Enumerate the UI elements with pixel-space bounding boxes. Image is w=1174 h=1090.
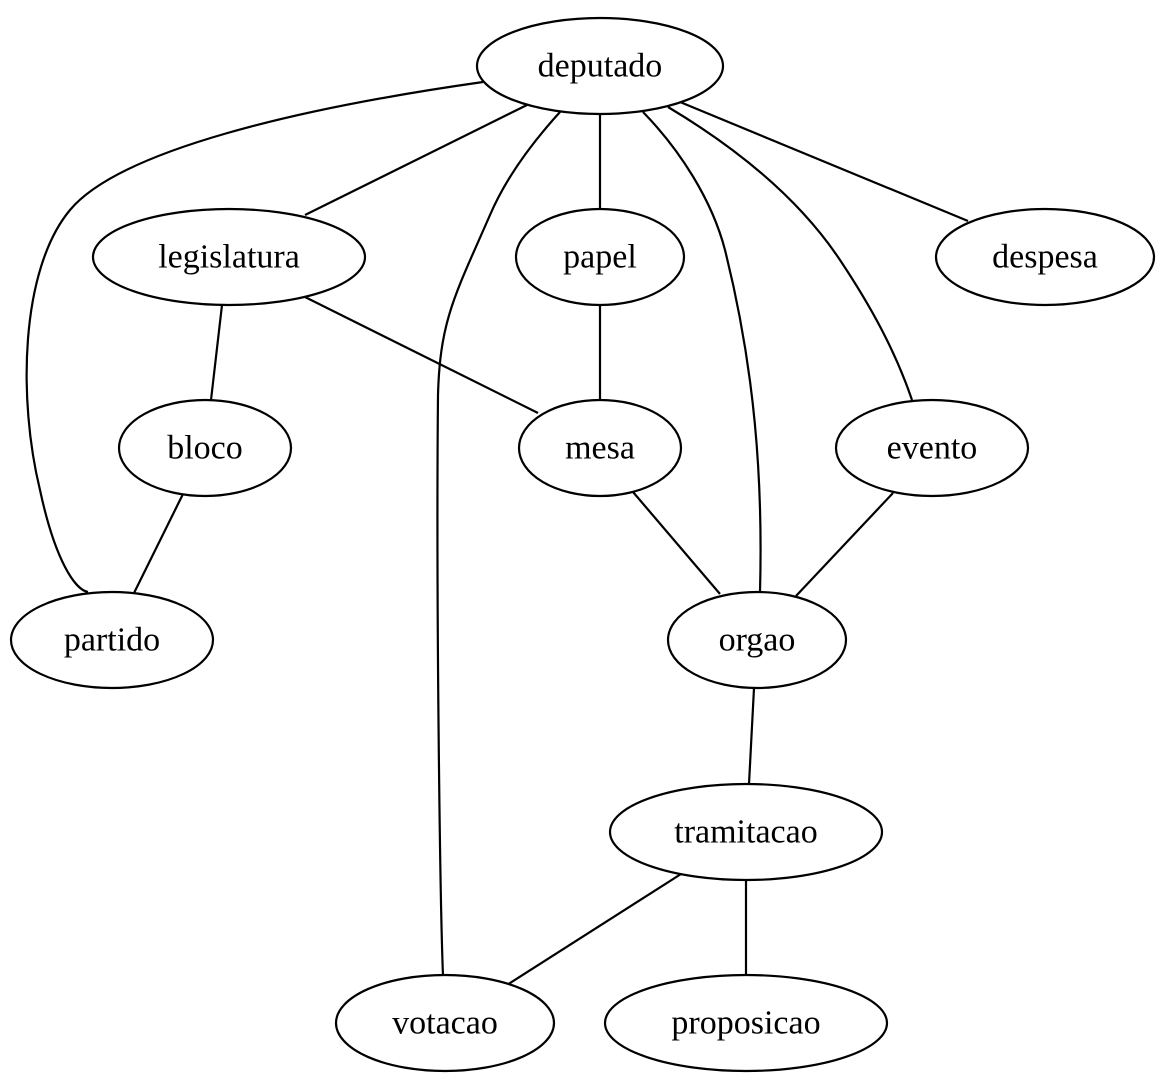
node-ellipse-proposicao — [603, 973, 889, 1073]
edge-mesa-orgao — [632, 491, 721, 595]
edge-deputado-legislatura — [304, 103, 530, 216]
node-papel: papel — [514, 207, 686, 307]
nodes-layer: deputado legislatura papel despesa bloco mesa… — [9, 16, 1156, 1073]
edge-deputado-orgao — [642, 111, 762, 593]
node-ellipse-mesa — [517, 398, 683, 498]
node-label-votacao: votacao — [392, 1005, 498, 1042]
node-orgao: orgao — [666, 590, 848, 690]
node-mesa: mesa — [517, 398, 683, 498]
edge-legislatura-bloco — [209, 304, 224, 401]
node-ellipse-legislatura — [91, 207, 367, 307]
node-label-deputado: deputado — [538, 48, 663, 85]
node-despesa: despesa — [934, 207, 1156, 307]
node-label-orgao: orgao — [719, 622, 796, 659]
node-label-partido: partido — [64, 622, 160, 659]
edge-deputado-votacao — [436, 111, 561, 977]
edge-deputado-partido — [25, 80, 484, 594]
node-label-bloco: bloco — [167, 430, 243, 467]
node-deputado: deputado — [475, 16, 725, 116]
node-tramitacao: tramitacao — [608, 782, 884, 882]
node-votacao: votacao — [334, 973, 556, 1073]
edge-bloco-partido — [133, 493, 184, 594]
node-label-papel: papel — [563, 239, 637, 276]
node-legislatura: legislatura — [91, 207, 367, 307]
node-ellipse-orgao — [666, 590, 848, 690]
node-label-legislatura: legislatura — [158, 239, 300, 276]
node-label-proposicao: proposicao — [671, 1005, 820, 1042]
node-ellipse-evento — [834, 398, 1030, 498]
node-ellipse-despesa — [934, 207, 1156, 307]
edge-orgao-tramitacao — [747, 687, 756, 785]
edge-legislatura-mesa — [304, 296, 539, 414]
node-label-evento: evento — [887, 430, 978, 467]
node-bloco: bloco — [117, 398, 293, 498]
node-evento: evento — [834, 398, 1030, 498]
node-proposicao: proposicao — [603, 973, 889, 1073]
edge-deputado-despesa — [679, 100, 969, 223]
node-ellipse-deputado — [475, 16, 725, 116]
node-partido: partido — [9, 590, 215, 690]
node-ellipse-tramitacao — [608, 782, 884, 882]
edge-evento-orgao — [795, 492, 894, 597]
node-ellipse-partido — [9, 590, 215, 690]
node-label-tramitacao: tramitacao — [674, 814, 817, 851]
edge-deputado-evento — [667, 106, 914, 401]
node-label-mesa: mesa — [565, 430, 635, 467]
edges-layer — [25, 80, 969, 986]
node-ellipse-votacao — [334, 973, 556, 1073]
node-label-despesa: despesa — [992, 239, 1098, 276]
node-ellipse-papel — [514, 207, 686, 307]
node-ellipse-bloco — [117, 398, 293, 498]
edge-tramitacao-votacao — [506, 873, 682, 986]
